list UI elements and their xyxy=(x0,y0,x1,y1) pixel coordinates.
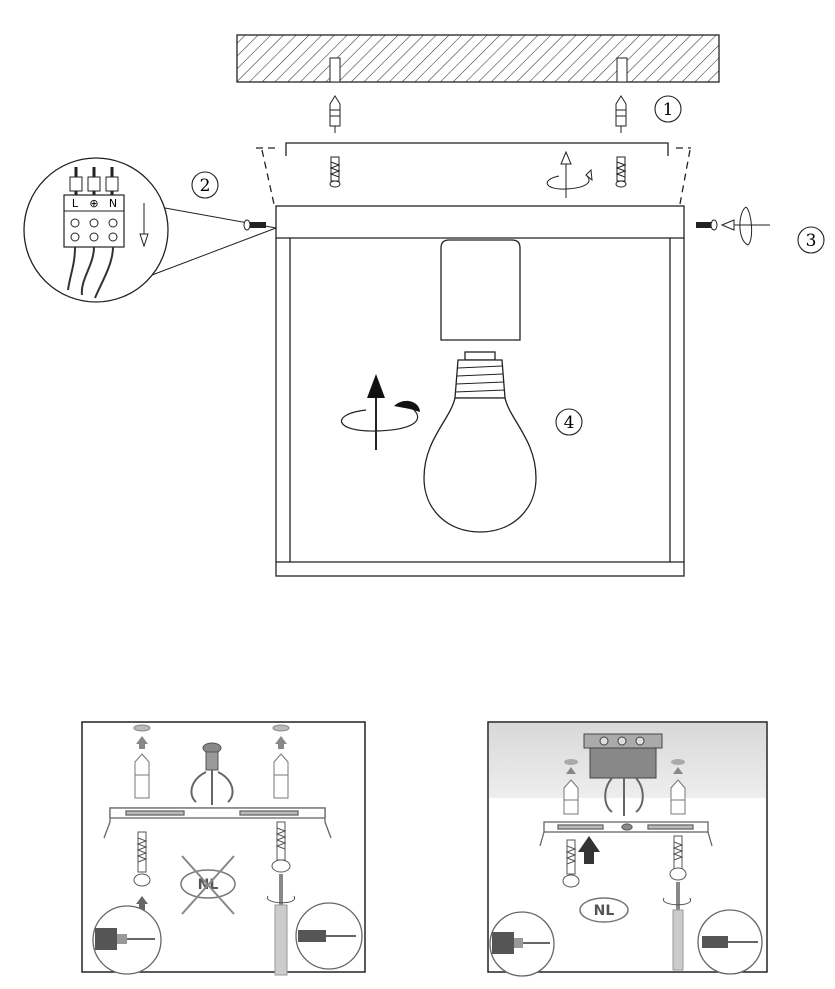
mounting-bracket xyxy=(539,821,713,847)
left-panel: NL xyxy=(81,721,366,976)
wall-plug-icon xyxy=(563,779,686,815)
rotate-arrow-icon xyxy=(720,206,770,246)
rotate-arrow-icon xyxy=(341,374,420,450)
drill-icon xyxy=(92,905,162,975)
arrow-up-icon xyxy=(136,896,148,910)
screw-icon xyxy=(669,835,687,881)
wiring-detail-callout: L ⊕ N xyxy=(23,157,277,303)
screw-icon xyxy=(562,839,580,888)
cable-icon xyxy=(190,742,234,805)
arrow-up-icon xyxy=(564,759,685,774)
wall-plug-icon xyxy=(134,753,289,799)
lamp-body xyxy=(275,205,685,577)
junction-box xyxy=(583,733,663,816)
ceiling-hole xyxy=(133,724,290,732)
light-bulb-icon xyxy=(423,351,537,533)
screw-icon xyxy=(696,219,718,231)
step-3-label: 3 xyxy=(806,231,817,251)
lamp-socket xyxy=(440,239,521,341)
mounting-bracket xyxy=(256,142,691,205)
ceiling-block xyxy=(236,34,720,83)
rotate-arrow-icon xyxy=(546,150,593,198)
screw-icon xyxy=(133,831,151,887)
nl-badge-crossed: NL xyxy=(180,855,236,915)
terminal-l-label: L xyxy=(72,197,79,210)
screwdriver-icon xyxy=(267,874,295,976)
screwdriver-icon xyxy=(697,909,763,975)
step-4-label: 4 xyxy=(564,413,575,433)
screwdriver-icon xyxy=(295,902,363,970)
right-panel: NL xyxy=(487,721,768,977)
wall-plug-icon xyxy=(329,95,341,133)
screw-icon xyxy=(329,156,341,188)
top-diagram: 1 2 xyxy=(23,34,825,577)
screw-icon xyxy=(271,821,291,873)
step-1-label: 1 xyxy=(663,100,674,120)
arrow-up-icon xyxy=(578,836,600,864)
step-2-label: 2 xyxy=(200,176,211,196)
mounting-bracket xyxy=(103,807,332,839)
terminal-earth-label: ⊕ xyxy=(89,197,98,210)
screwdriver-icon xyxy=(663,882,691,971)
step-2-marker: 2 xyxy=(191,171,219,199)
arrow-up-icon xyxy=(136,736,287,749)
step-4-marker: 4 xyxy=(555,408,583,436)
drill-icon xyxy=(489,911,555,977)
wall-plug-icon xyxy=(615,95,627,133)
screw-icon xyxy=(615,156,627,188)
terminal-n-label: N xyxy=(109,197,117,210)
step-3-marker: 3 xyxy=(797,226,825,254)
nl-badge: NL xyxy=(579,897,629,923)
step-1-marker: 1 xyxy=(654,95,682,123)
screw-icon xyxy=(243,219,266,231)
nl-badge-label: NL xyxy=(594,903,615,919)
